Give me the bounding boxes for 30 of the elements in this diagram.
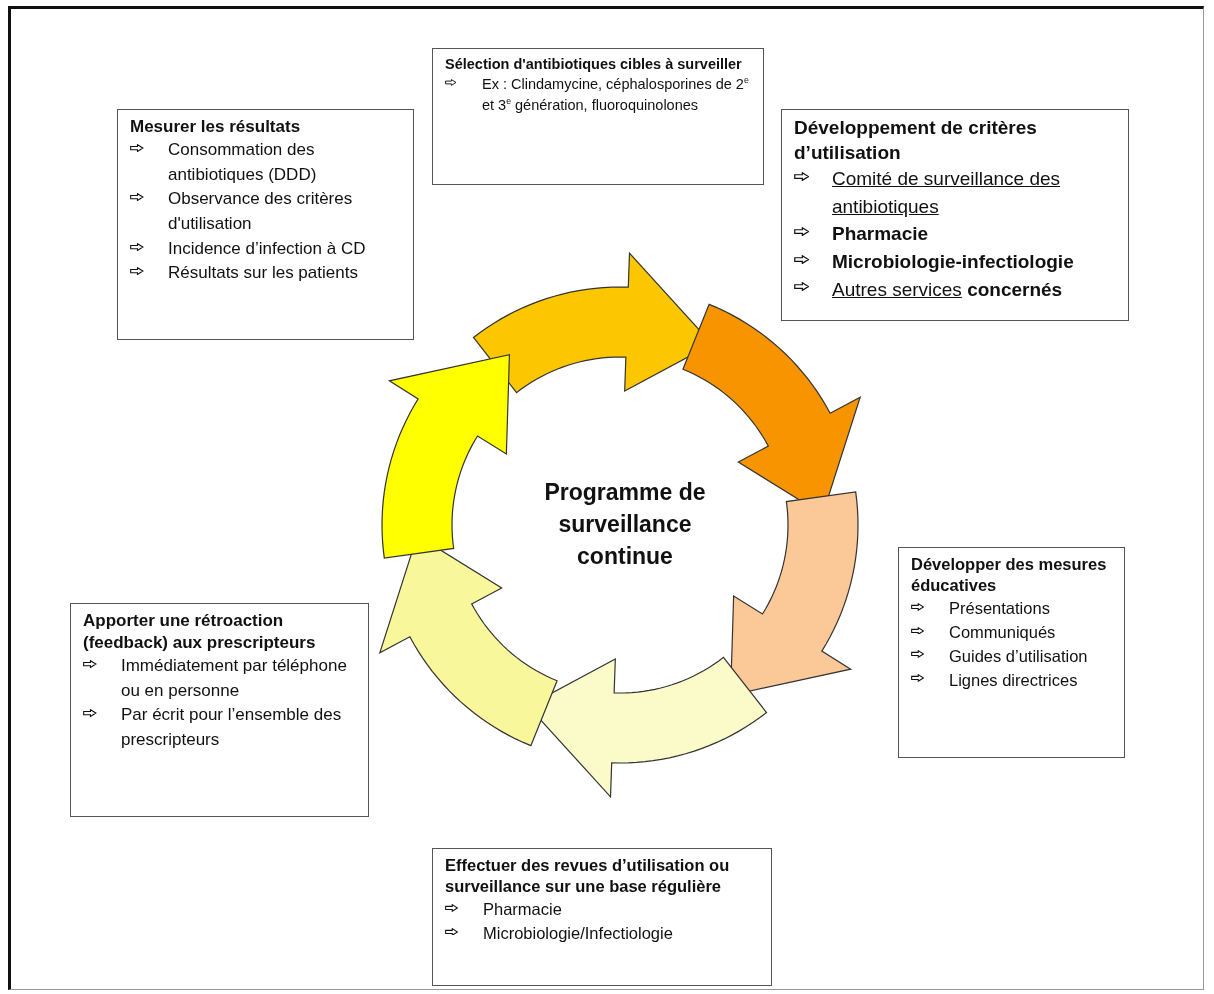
list-item-text: Consommation des antibiotiques (DDD)	[168, 139, 318, 186]
text-box	[781, 109, 1129, 321]
list-item-text: Microbiologie/Infectiologie	[483, 922, 673, 944]
list-item-text: Microbiologie-infectiologie	[832, 250, 1074, 274]
box-heading: Effectuer des revues d’utilisation ou surveillance sur une base régulière	[445, 855, 731, 898]
text-box	[898, 547, 1125, 758]
list-item-text: Ex : Clindamycine, céphalosporines de 2$^{e}$ et 3$^{e}$ génération, fluoroquinolones	[482, 74, 750, 115]
list-item-text: Présentations	[949, 597, 1050, 619]
list-item-text: Communiqués	[949, 621, 1056, 643]
text-box	[432, 848, 772, 986]
list-item-text: Autres services concernés	[832, 277, 1063, 302]
list-item-text: Pharmacie	[832, 222, 929, 247]
list-item-text: Résultats sur les patients	[168, 262, 358, 285]
text-box	[117, 109, 414, 340]
box-heading: Développement de critères d’utilisation	[794, 116, 1038, 165]
list-item-text: Comité de surveillance des antibiotiques	[832, 167, 1062, 219]
list-item-text: Incidence d’infection à CD	[168, 237, 366, 260]
list-item-text: Par écrit pour l’ensemble des prescripteurs	[121, 704, 343, 752]
text-box	[70, 603, 369, 817]
box-heading: Apporter une rétroaction (feedback) aux prescripteurs	[83, 610, 317, 655]
box-heading: Sélection d'antibiotiques cibles à surveiller	[445, 55, 743, 74]
list-item-text: Immédiatement par téléphone ou en personne	[121, 655, 348, 702]
box-heading: Mesurer les résultats	[130, 116, 302, 138]
text-box	[432, 48, 764, 185]
list-item-text: Observance des critères d'utilisation	[168, 188, 354, 235]
list-item-text: Pharmacie	[483, 898, 562, 920]
box-heading: Développer des mesures éducatives	[911, 554, 1108, 597]
list-item-text: Lignes directrices	[949, 669, 1078, 691]
center-title: Programme de surveillance continue	[543, 478, 707, 572]
list-item-text: Guides d’utilisation	[949, 645, 1088, 667]
